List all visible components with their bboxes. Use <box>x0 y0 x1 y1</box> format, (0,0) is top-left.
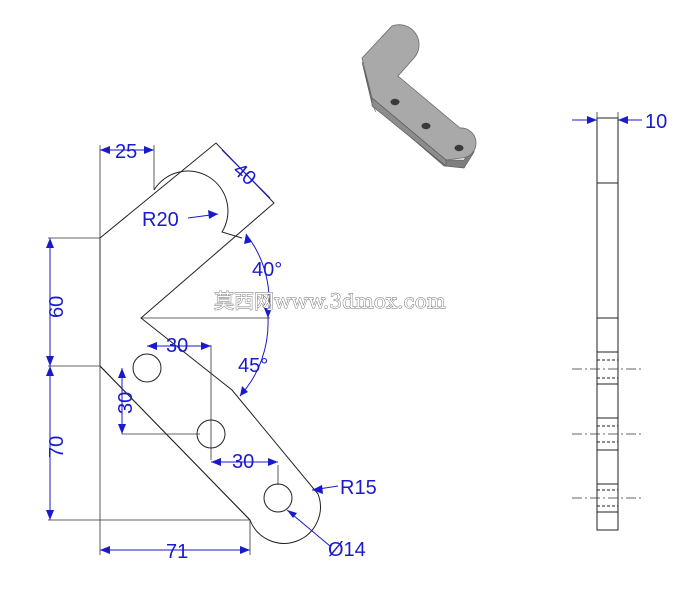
hole-3 <box>263 483 293 513</box>
dim-10: 10 <box>645 111 667 133</box>
dim-71: 71 <box>166 541 188 563</box>
r20-arc <box>153 170 243 239</box>
part-outline <box>99 142 321 544</box>
dim-25: 25 <box>115 141 137 163</box>
dim-r15: R15 <box>340 477 377 499</box>
dim-70: 70 <box>46 436 68 458</box>
front-view <box>99 142 321 544</box>
isometric-view <box>361 24 477 169</box>
iso-hole-1 <box>390 98 400 106</box>
iso-hole-2 <box>421 122 431 130</box>
watermark: 莫西网www.3dmox.com <box>214 289 446 313</box>
dim-angle-40: 40° <box>252 259 282 281</box>
dim-dia14: Ø14 <box>328 539 366 561</box>
dimension-lines <box>46 145 339 555</box>
dim-30-top: 30 <box>166 335 188 357</box>
dim-angle-45: 45° <box>238 355 268 377</box>
dim-30-mid: 30 <box>232 451 254 473</box>
dim-40: 40 <box>229 159 260 190</box>
iso-top-face <box>361 24 477 161</box>
dim-30-left: 30 <box>115 392 137 414</box>
inner-edge <box>99 365 251 521</box>
hole-1 <box>132 353 162 383</box>
iso-hole-3 <box>454 144 464 152</box>
side-view: 10 <box>572 111 667 531</box>
dim-r20: R20 <box>142 209 179 231</box>
dim-60: 60 <box>46 296 68 318</box>
